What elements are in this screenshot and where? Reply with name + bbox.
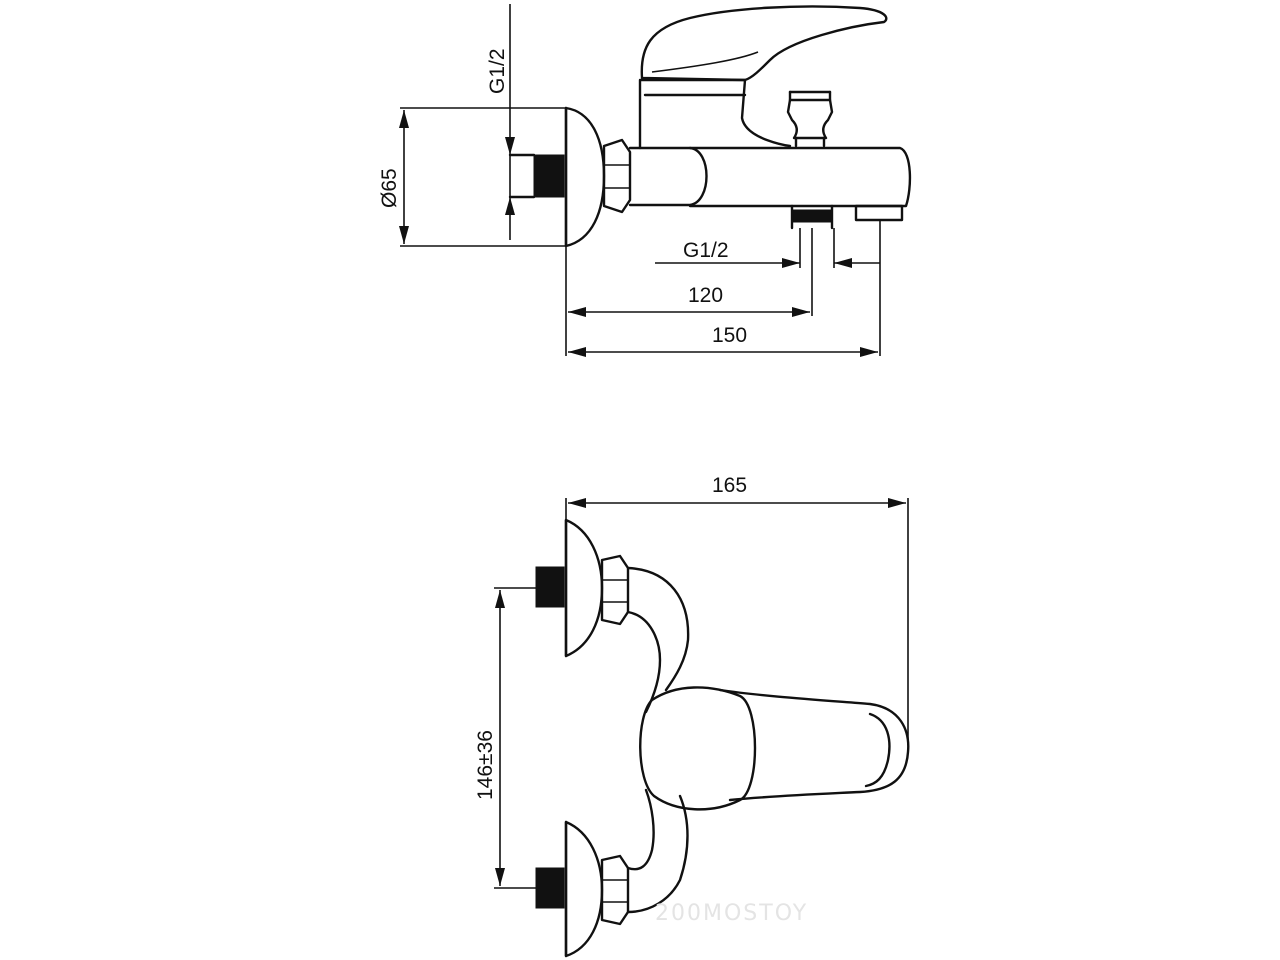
dim-label-spacing: 146±36 xyxy=(474,730,497,800)
side-mixer-body xyxy=(628,146,708,207)
top-view: 165 146±36 xyxy=(474,474,910,958)
dim-label-120: 120 xyxy=(688,284,723,307)
top-hex-nut-lower xyxy=(600,854,630,926)
top-escutcheon-upper xyxy=(564,518,604,658)
top-hex-nut-upper xyxy=(600,554,630,626)
top-inlet-thread-lower xyxy=(535,867,565,909)
side-inlet-thread xyxy=(533,154,565,198)
watermark: 200MOSTOY xyxy=(655,901,808,926)
side-escutcheon xyxy=(564,106,606,248)
side-spout-tip xyxy=(854,204,904,222)
side-hex-nut xyxy=(602,138,632,214)
side-lever-handle xyxy=(640,5,888,82)
top-escutcheon-lower xyxy=(564,820,604,958)
side-diverter-knob xyxy=(786,98,834,140)
top-cartridge xyxy=(639,686,757,811)
top-mixer-body xyxy=(626,566,690,692)
side-outlet-thread xyxy=(791,209,833,223)
side-view: Ø65 G1/2 G1/2 120 150 xyxy=(378,4,912,357)
dim-label-165: 165 xyxy=(712,474,747,497)
top-lever-handle xyxy=(718,688,910,802)
dim-label-thread-outlet: G1/2 xyxy=(683,239,729,262)
top-inlet-thread-upper xyxy=(535,566,565,608)
dim-label-150: 150 xyxy=(712,324,747,347)
dim-label-diameter: Ø65 xyxy=(378,168,401,208)
dim-label-thread-wall: G1/2 xyxy=(486,48,509,94)
